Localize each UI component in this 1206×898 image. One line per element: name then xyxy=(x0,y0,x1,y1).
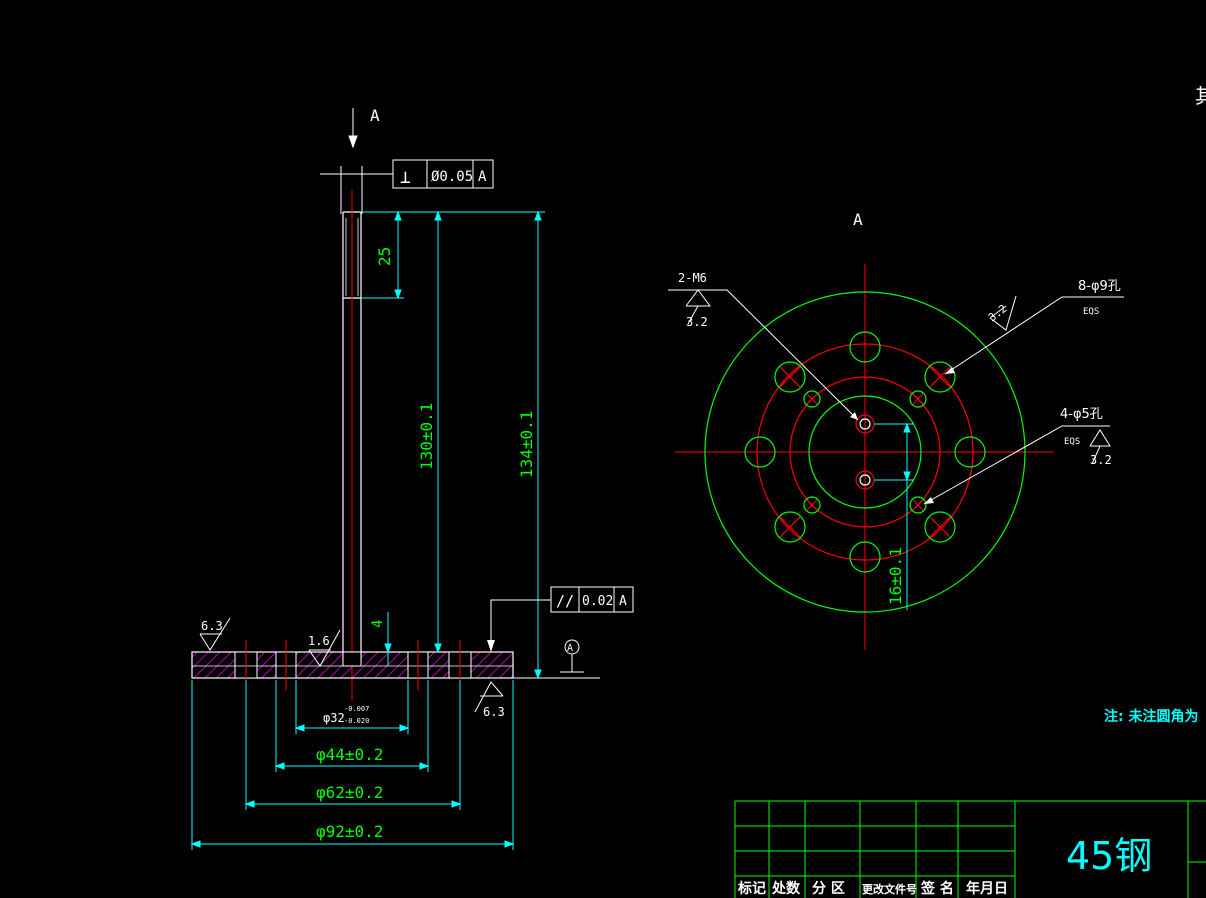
header-date: 年月日 xyxy=(966,880,1008,897)
dim-d62: φ62±0.2 xyxy=(316,783,383,802)
dim-height-inner: 130±0.1 xyxy=(417,403,436,470)
perpendicularity-symbol: ⊥ xyxy=(400,167,411,188)
title-headers: 标记 处数 分 区 更改文件号 签 名 年月日 xyxy=(737,880,1008,897)
dim-d44: φ44±0.2 xyxy=(316,745,383,764)
front-view: A ⊥ Ø0.05 A xyxy=(190,106,634,850)
dim-bore-upper: -0.007 xyxy=(344,705,369,713)
thread-leader-arrow xyxy=(850,412,858,420)
outer-circle xyxy=(704,291,1026,613)
header-change-doc: 更改文件号 xyxy=(862,882,917,896)
parallelism-tolerance: 0.02 xyxy=(582,594,613,609)
hole9-leader xyxy=(944,295,1124,375)
circle-d44 xyxy=(789,376,941,528)
hole5-leader-arrow xyxy=(924,497,934,504)
note-text: 注: 未注圆角为 xyxy=(1104,708,1198,725)
holes-9-crosses xyxy=(779,366,951,538)
parallelism-datum: A xyxy=(619,594,627,609)
hole5-leader xyxy=(923,425,1111,505)
perpendicularity-tolerance: Ø0.05 xyxy=(431,169,473,185)
thread-leader xyxy=(668,289,859,421)
view-arrow-a xyxy=(348,108,358,149)
parallelism-frame xyxy=(490,586,634,640)
spacing-dimension xyxy=(874,422,914,610)
perpendicularity-frame xyxy=(320,159,494,214)
title-material: 45钢 xyxy=(1066,834,1152,878)
hole5-eqs: EQS xyxy=(1064,437,1080,447)
header-count: 处数 xyxy=(771,880,801,897)
hole9-leader-arrow xyxy=(945,367,955,374)
header-zone: 分 区 xyxy=(812,881,845,897)
datum-symbol xyxy=(560,639,584,673)
roughness-bottom-value: 6.3 xyxy=(483,705,505,719)
dim-base-thickness: 4 xyxy=(370,620,386,628)
circle-d62-pitch xyxy=(756,343,974,561)
roughness-bottom xyxy=(474,681,504,713)
top-right-char: 其 xyxy=(1195,84,1206,108)
dim-height-total: 134±0.1 xyxy=(517,411,536,478)
datum-label: A xyxy=(567,643,573,654)
hole9-eqs: EQS xyxy=(1083,307,1099,317)
roughness-left-value: 6.3 xyxy=(201,619,223,633)
roughness-mid xyxy=(308,629,341,667)
dim-bore: φ32 xyxy=(323,711,345,725)
header-mark: 标记 xyxy=(737,880,766,897)
hole5-callout: 4-φ5孔 xyxy=(1060,407,1103,422)
center-lines xyxy=(675,264,1054,650)
dim-bore-lower: -0.020 xyxy=(344,717,369,725)
dim-spacing: 16±0.1 xyxy=(886,547,905,605)
parallelism-arrow xyxy=(487,640,495,652)
roughness-mid-value: 1.6 xyxy=(308,634,330,648)
thread-lines xyxy=(345,218,359,296)
holes-5-crosses xyxy=(806,393,924,511)
roughness-left xyxy=(199,617,231,651)
title-block xyxy=(734,800,1206,898)
vertical-dimensions xyxy=(362,210,545,680)
thread-roughness: 3.2 xyxy=(686,315,708,329)
top-view: A xyxy=(668,210,1124,650)
header-signature: 签 名 xyxy=(920,880,954,897)
dim-d92: φ92±0.2 xyxy=(316,822,383,841)
holes-5 xyxy=(803,390,927,514)
base-section xyxy=(191,651,514,679)
hole5-roughness: 3.2 xyxy=(1090,453,1112,467)
holes-9 xyxy=(744,331,986,573)
hole9-roughness: 3.2 xyxy=(986,302,1010,324)
view-label-a: A xyxy=(370,106,380,125)
perpendicularity-datum: A xyxy=(478,169,487,185)
hole9-callout: 8-φ9孔 xyxy=(1078,279,1121,294)
dim-thread-length: 25 xyxy=(375,247,394,266)
parallelism-symbol: // xyxy=(556,592,574,610)
thread-callout: 2-M6 xyxy=(678,271,707,285)
top-view-label: A xyxy=(853,210,863,229)
diameter-dimensions xyxy=(190,680,515,850)
circle-d32 xyxy=(808,395,922,509)
